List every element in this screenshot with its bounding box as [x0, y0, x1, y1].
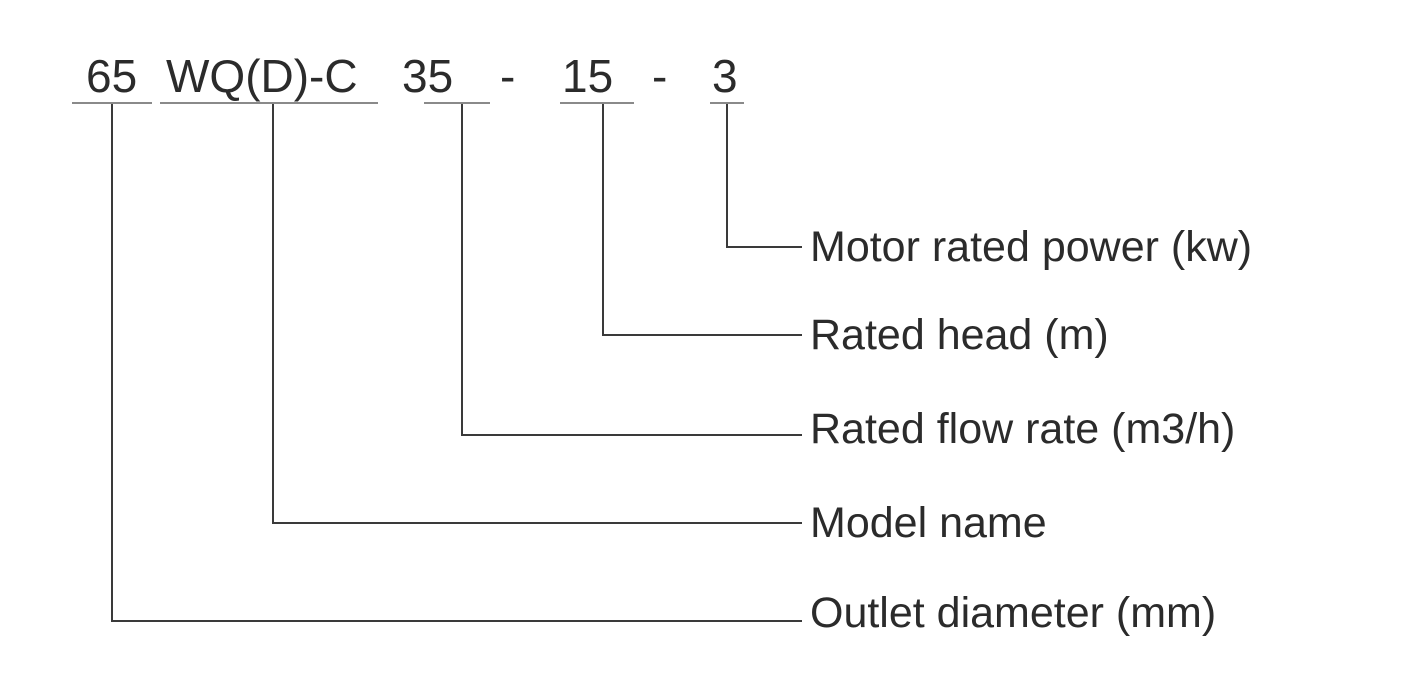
code-diameter: 65 [86, 50, 138, 102]
underline-power [710, 102, 744, 104]
leader-diameter-vertical [111, 104, 113, 622]
underline-diameter [72, 102, 152, 104]
code-power: 3 [712, 50, 738, 102]
leader-power-horizontal [726, 246, 802, 248]
leader-flow-vertical [461, 104, 463, 436]
leader-head-vertical [602, 104, 604, 336]
code-head: 15 [562, 50, 614, 102]
code-model: WQ(D)-C [166, 50, 358, 102]
leader-diameter-horizontal [111, 620, 802, 622]
label-rated-flow-rate: Rated flow rate (m3/h) [810, 405, 1236, 453]
code-flow: 35 [402, 50, 454, 102]
leader-model-vertical [272, 104, 274, 524]
leader-model-horizontal [272, 522, 802, 524]
label-motor-rated-power: Motor rated power (kw) [810, 223, 1253, 271]
label-model-name: Model name [810, 499, 1047, 547]
code-separator-1: - [500, 50, 516, 102]
leader-head-horizontal [602, 334, 802, 336]
underline-head [560, 102, 634, 104]
label-rated-head: Rated head (m) [810, 311, 1109, 359]
code-separator-2: - [652, 50, 668, 102]
underline-model [160, 102, 378, 104]
label-outlet-diameter: Outlet diameter (mm) [810, 589, 1217, 637]
underline-flow [424, 102, 490, 104]
leader-flow-horizontal [461, 434, 802, 436]
leader-power-vertical [726, 104, 728, 248]
